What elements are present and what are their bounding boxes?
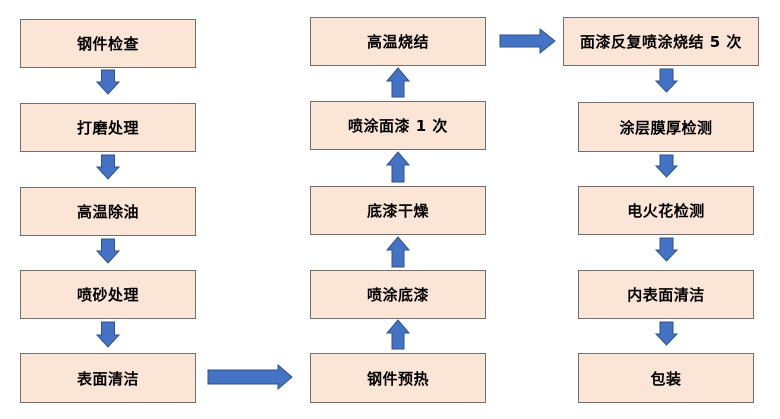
step-surface-cleaning: 表面清洁	[20, 353, 196, 403]
step-primer-spray: 喷涂底漆	[310, 270, 486, 319]
arrow-up-3-4	[385, 151, 411, 183]
arrow-right-col2-col3	[499, 27, 556, 55]
arrow-down-4-5	[95, 321, 121, 348]
arrow-down-3-4	[95, 238, 121, 264]
arrow-down-1-2	[95, 69, 121, 95]
step-inner-cleaning: 内表面清洁	[578, 270, 754, 319]
arrow-up-4-5	[385, 67, 411, 98]
arrow-down-c3-1-2	[654, 68, 679, 93]
step-thickness-test: 涂层膜厚检测	[578, 102, 754, 152]
step-primer-drying: 底漆干燥	[310, 186, 486, 235]
arrow-up-2-3	[385, 236, 411, 268]
step-packaging: 包装	[578, 353, 754, 403]
arrow-down-2-3	[95, 154, 121, 180]
arrow-up-1-2	[385, 319, 411, 350]
step-degreasing: 高温除油	[20, 187, 196, 236]
arrow-down-c3-4-5	[654, 321, 679, 346]
step-grinding: 打磨处理	[20, 103, 196, 152]
arrow-right-col1-col2	[207, 363, 293, 391]
arrow-down-c3-2-3	[654, 154, 679, 178]
step-steel-inspection: 钢件检查	[20, 19, 196, 68]
arrow-down-c3-3-4	[654, 237, 679, 262]
step-spark-test: 电火花检测	[578, 186, 754, 235]
step-repeat-spray-sinter: 面漆反复喷涂烧结 5 次	[563, 17, 759, 66]
step-topcoat-spray: 喷涂面漆 1 次	[310, 101, 486, 150]
step-preheating: 钢件预热	[310, 353, 486, 403]
step-sintering: 高温烧结	[310, 17, 486, 66]
step-sandblasting: 喷砂处理	[20, 270, 196, 319]
